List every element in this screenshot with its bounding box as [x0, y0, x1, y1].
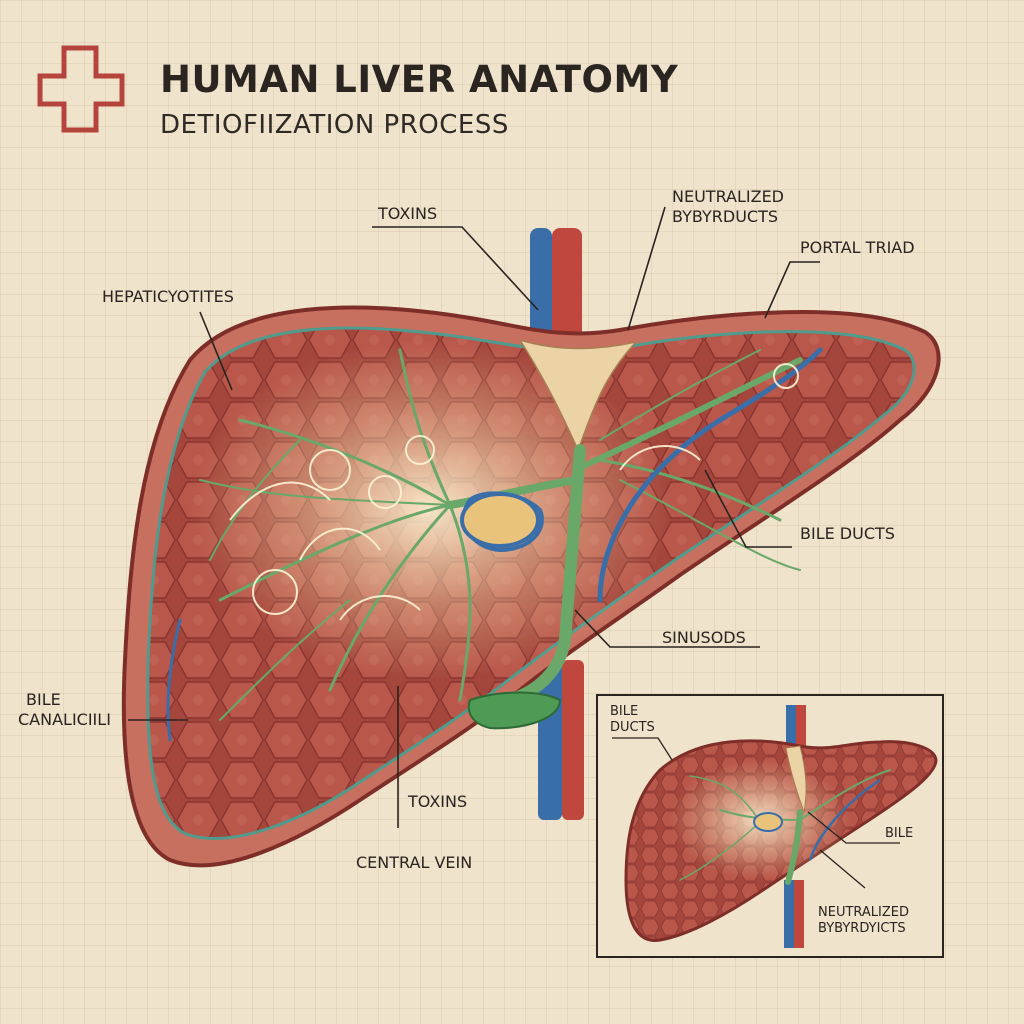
- inset-label-bile-ducts-line2: DUCTS: [610, 720, 655, 736]
- detox-particles: [229, 363, 799, 621]
- label-hepatocytes: HEPATICYOTITES: [102, 287, 234, 306]
- label-portal-triad: PORTAL TRIAD: [800, 238, 915, 257]
- label-sinusoids: SINUSODS: [662, 628, 746, 647]
- inset-label-bile-ducts: BILE DUCTS: [610, 704, 655, 737]
- label-neutralized-line2: BYBYRDUCTS: [672, 207, 778, 226]
- portal-triad-tissue: [518, 338, 639, 452]
- label-bile-canaliculi-line1: BILE: [26, 690, 61, 709]
- label-neutralized-line1: NEUTRALIZED: [672, 187, 784, 206]
- inset-label-bile-ducts-line1: BILE: [610, 704, 639, 719]
- inset-label-neutralized-line1: NEUTRALIZED: [818, 905, 909, 920]
- inset-label-neutralized-line2: BYBYRDYICTS: [818, 921, 906, 937]
- page-title: HUMAN LIVER ANATOMY: [160, 58, 679, 101]
- label-neutralized-byproducts: NEUTRALIZED BYBYRDUCTS: [672, 187, 784, 227]
- central-vein: [460, 492, 540, 548]
- label-central-vein: CENTRAL VEIN: [356, 853, 473, 872]
- inset-label-neutralized: NEUTRALIZED BYBYRDYICTS: [818, 905, 909, 938]
- label-toxins-top: TOXINS: [378, 204, 438, 223]
- page-subtitle: DETIOFIIZATION PROCESS: [160, 110, 509, 140]
- leader-lines: [128, 206, 820, 828]
- cystic-duct: [467, 691, 562, 730]
- label-bile-ducts: BILE DUCTS: [800, 524, 895, 543]
- inset-label-bile: BILE: [885, 826, 914, 841]
- medical-cross-icon: [37, 45, 125, 133]
- label-toxins-bottom: TOXINS: [408, 792, 468, 811]
- label-bile-canaliculi: BILE CANALICIILI: [18, 690, 111, 730]
- label-bile-canaliculi-line2: CANALICIILI: [18, 710, 111, 729]
